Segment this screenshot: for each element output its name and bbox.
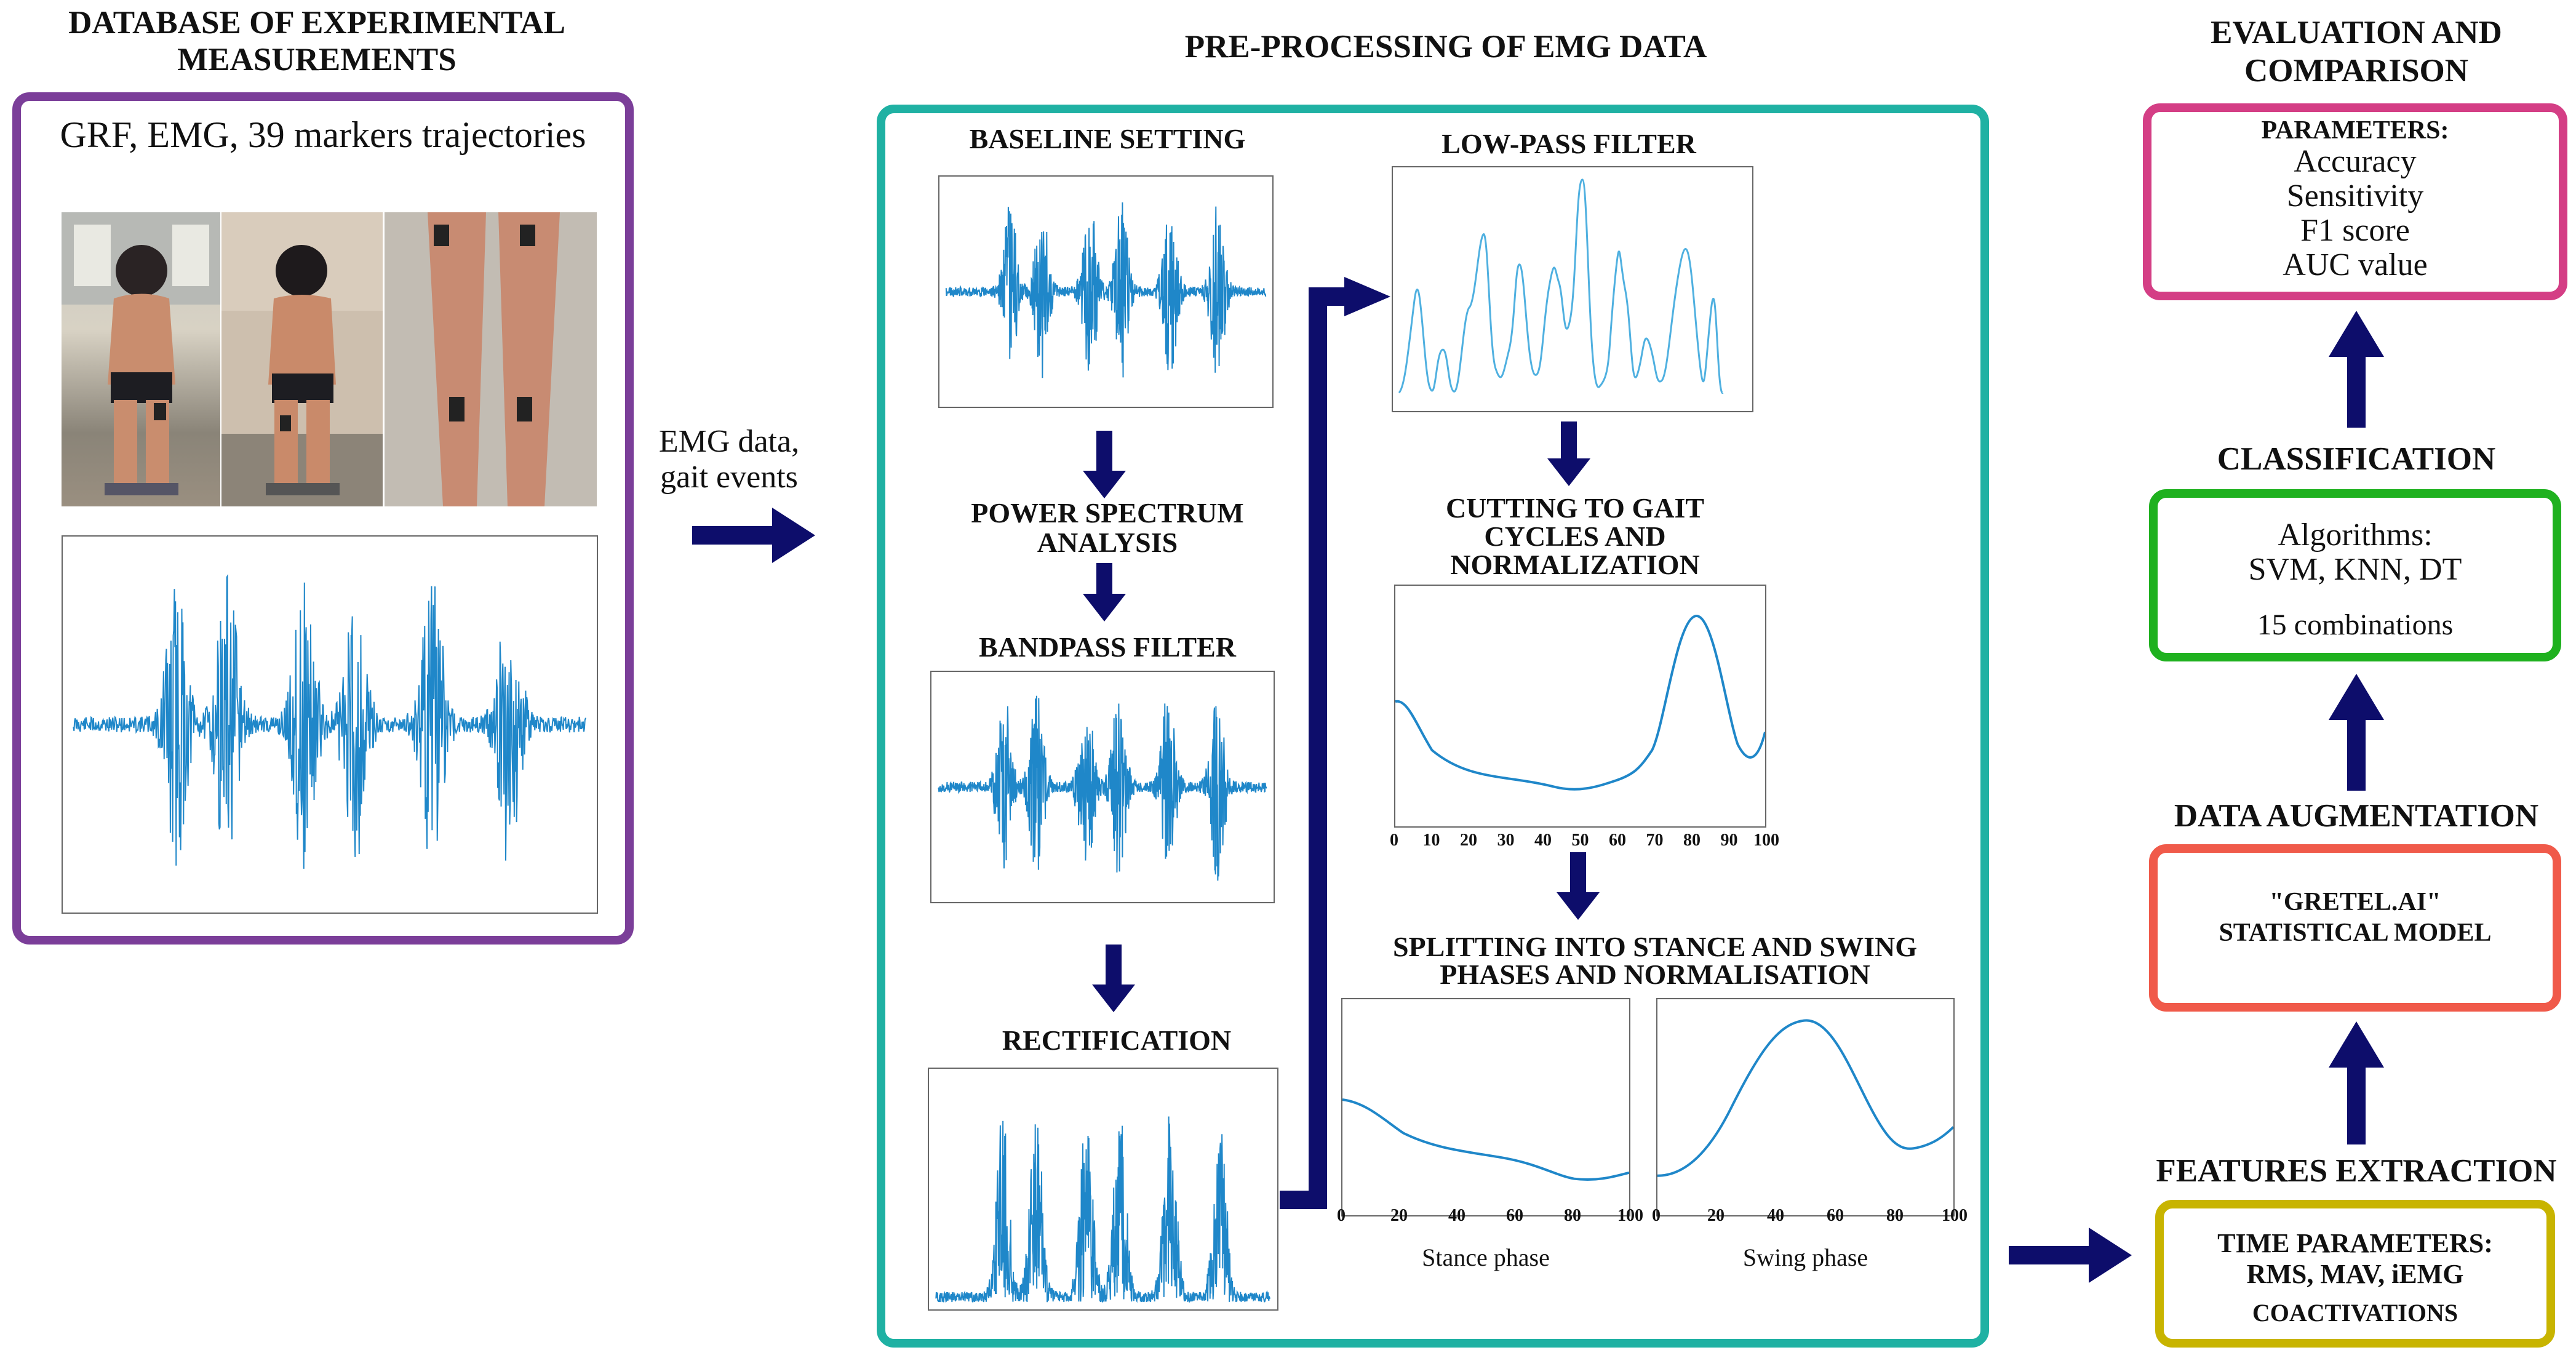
- lowpass-plot: [1392, 166, 1753, 412]
- axis-tick-label: 20: [1390, 1206, 1408, 1225]
- arrow-rectification-to-lowpass: [1280, 277, 1390, 1212]
- swing-phase-plot: [1656, 998, 1955, 1216]
- preprocessing-box: [877, 105, 1989, 1348]
- axis-tick-label: 70: [1646, 831, 1664, 850]
- axis-tick-label: 60: [1506, 1206, 1523, 1225]
- arrow-features-to-augmentation: [2329, 1021, 2384, 1144]
- axis-tick-label: 80: [1886, 1206, 1904, 1225]
- axis-tick-label: 40: [1534, 831, 1552, 850]
- database-subtitle: GRF, EMG, 39 markers trajectories: [60, 114, 586, 155]
- features-title: FEATURES EXTRACTION: [2156, 1153, 2557, 1189]
- swing-phase-curve: [1657, 1019, 1953, 1177]
- axis-tick-label: 40: [1448, 1206, 1465, 1225]
- database-title-line1: DATABASE OF EXPERIMENTAL: [68, 5, 565, 41]
- axis-tick-label: 20: [1707, 1206, 1725, 1225]
- arrow-baseline-to-power: [1083, 431, 1126, 498]
- database-title-line2: MEASUREMENTS: [177, 42, 457, 78]
- splitting-title-line2: PHASES AND NORMALISATION: [1440, 959, 1870, 990]
- stance-phase-plot: [1341, 998, 1630, 1216]
- splitting-title-line1: SPLITTING INTO STANCE AND SWING: [1392, 931, 1918, 962]
- features-time-parameters: TIME PARAMETERS:: [2217, 1228, 2493, 1258]
- parameters-title: PARAMETERS:: [2261, 116, 2449, 145]
- axis-tick-label: 0: [1652, 1206, 1661, 1225]
- legs-photo: [385, 212, 597, 506]
- augmentation-title: DATA AUGMENTATION: [2174, 798, 2539, 834]
- axis-tick-label: 30: [1497, 831, 1515, 850]
- arrow-power-to-bandpass: [1083, 563, 1126, 621]
- subject-photo-back: [62, 212, 220, 506]
- augmentation-box: [2149, 844, 2561, 1012]
- axis-tick-label: 80: [1683, 831, 1701, 850]
- axis-tick-label: 0: [1390, 831, 1398, 850]
- gait-cycle-plot: [1394, 585, 1766, 828]
- axis-tick-label: 0: [1337, 1206, 1346, 1225]
- evaluation-title-line1: EVALUATION AND: [2211, 15, 2502, 50]
- axis-tick-label: 80: [1564, 1206, 1581, 1225]
- gait-cycle-curve: [1395, 615, 1765, 791]
- arrow-cutting-to-splitting: [1557, 852, 1600, 920]
- arrow-augmentation-to-classification: [2329, 674, 2384, 791]
- augmentation-model-name: "GRETEL.AI": [2269, 888, 2441, 916]
- baseline-title: BASELINE SETTING: [969, 123, 1246, 154]
- raw-emg-signal: [73, 573, 586, 869]
- stance-phase-label: Stance phase: [1422, 1244, 1550, 1271]
- database-box: [12, 92, 634, 945]
- axis-tick-label: 40: [1767, 1206, 1784, 1225]
- preprocessing-title: PRE-PROCESSING OF EMG DATA: [1184, 29, 1707, 65]
- classification-algorithms-label: Algorithms:: [2278, 517, 2433, 553]
- axis-tick-label: 20: [1460, 831, 1477, 850]
- evaluation-title-line2: COMPARISON: [2244, 53, 2469, 89]
- subject-photo-front: [221, 212, 383, 506]
- axis-tick-label: 10: [1422, 831, 1440, 850]
- baseline-signal: [945, 202, 1267, 378]
- power-title-line1: POWER SPECTRUM: [971, 497, 1244, 529]
- classification-box: [2149, 489, 2561, 661]
- arrow-database-to-preprocessing: [692, 508, 815, 563]
- axis-tick-label: 100: [1753, 831, 1779, 850]
- stance-phase-curve: [1342, 1098, 1629, 1181]
- lowpass-signal: [1398, 178, 1724, 394]
- parameters-box: [2143, 103, 2567, 300]
- arrow-bandpass-to-rectification: [1092, 945, 1135, 1012]
- classification-algorithms: SVM, KNN, DT: [2248, 552, 2462, 587]
- bandpass-plot: [930, 671, 1275, 903]
- rectification-plot: [928, 1068, 1278, 1311]
- swing-phase-label: Swing phase: [1742, 1244, 1868, 1271]
- cutting-title-line3: NORMALIZATION: [1450, 549, 1700, 580]
- swing-axis-ticks: 0 20 40 60 80 100: [1652, 1206, 1968, 1231]
- arrow-lowpass-to-cutting: [1547, 421, 1590, 486]
- power-title-line2: ANALYSIS: [1037, 527, 1178, 558]
- features-coactivations: COACTIVATIONS: [2252, 1299, 2458, 1327]
- arrow-classification-to-evaluation: [2329, 311, 2384, 428]
- axis-tick-label: 50: [1571, 831, 1589, 850]
- raw-emg-plot: [62, 535, 598, 914]
- axis-tick-label: 100: [1942, 1206, 1968, 1225]
- axis-tick-label: 60: [1609, 831, 1626, 850]
- parameter-sensitivity: Sensitivity: [2286, 178, 2424, 214]
- parameter-f1-score: F1 score: [2300, 213, 2410, 248]
- flow-label-line1: EMG data,: [658, 424, 800, 459]
- parameter-auc: AUC value: [2283, 247, 2428, 282]
- features-rms-mav-iemg: RMS, MAV, iEMG: [2246, 1259, 2464, 1289]
- rectified-signal: [935, 1116, 1271, 1303]
- cutting-title-line1: CUTTING TO GAIT: [1445, 492, 1705, 524]
- arrow-preprocessing-to-features: [2009, 1228, 2132, 1283]
- parameter-accuracy: Accuracy: [2294, 144, 2417, 179]
- classification-title: CLASSIFICATION: [2217, 441, 2496, 477]
- augmentation-model-type: STATISTICAL MODEL: [2219, 919, 2492, 947]
- lowpass-title: LOW-PASS FILTER: [1442, 128, 1696, 159]
- axis-tick-label: 100: [1617, 1206, 1643, 1225]
- flow-label-line2: gait events: [660, 460, 798, 495]
- bandpass-title: BANDPASS FILTER: [979, 631, 1236, 663]
- bandpass-signal: [938, 695, 1267, 881]
- rectification-title: RECTIFICATION: [1002, 1024, 1232, 1056]
- classification-combinations: 15 combinations: [2257, 609, 2454, 641]
- features-box: [2155, 1200, 2555, 1348]
- axis-tick-label: 90: [1720, 831, 1738, 850]
- gait-cycle-axis-ticks: 0 10 20 30 40 50 60 70 80 90 100: [1390, 831, 1779, 855]
- stance-axis-ticks: 0 20 40 60 80 100: [1337, 1206, 1643, 1231]
- cutting-title-line2: CYCLES AND: [1484, 521, 1666, 552]
- baseline-plot: [938, 175, 1274, 408]
- axis-tick-label: 60: [1827, 1206, 1844, 1225]
